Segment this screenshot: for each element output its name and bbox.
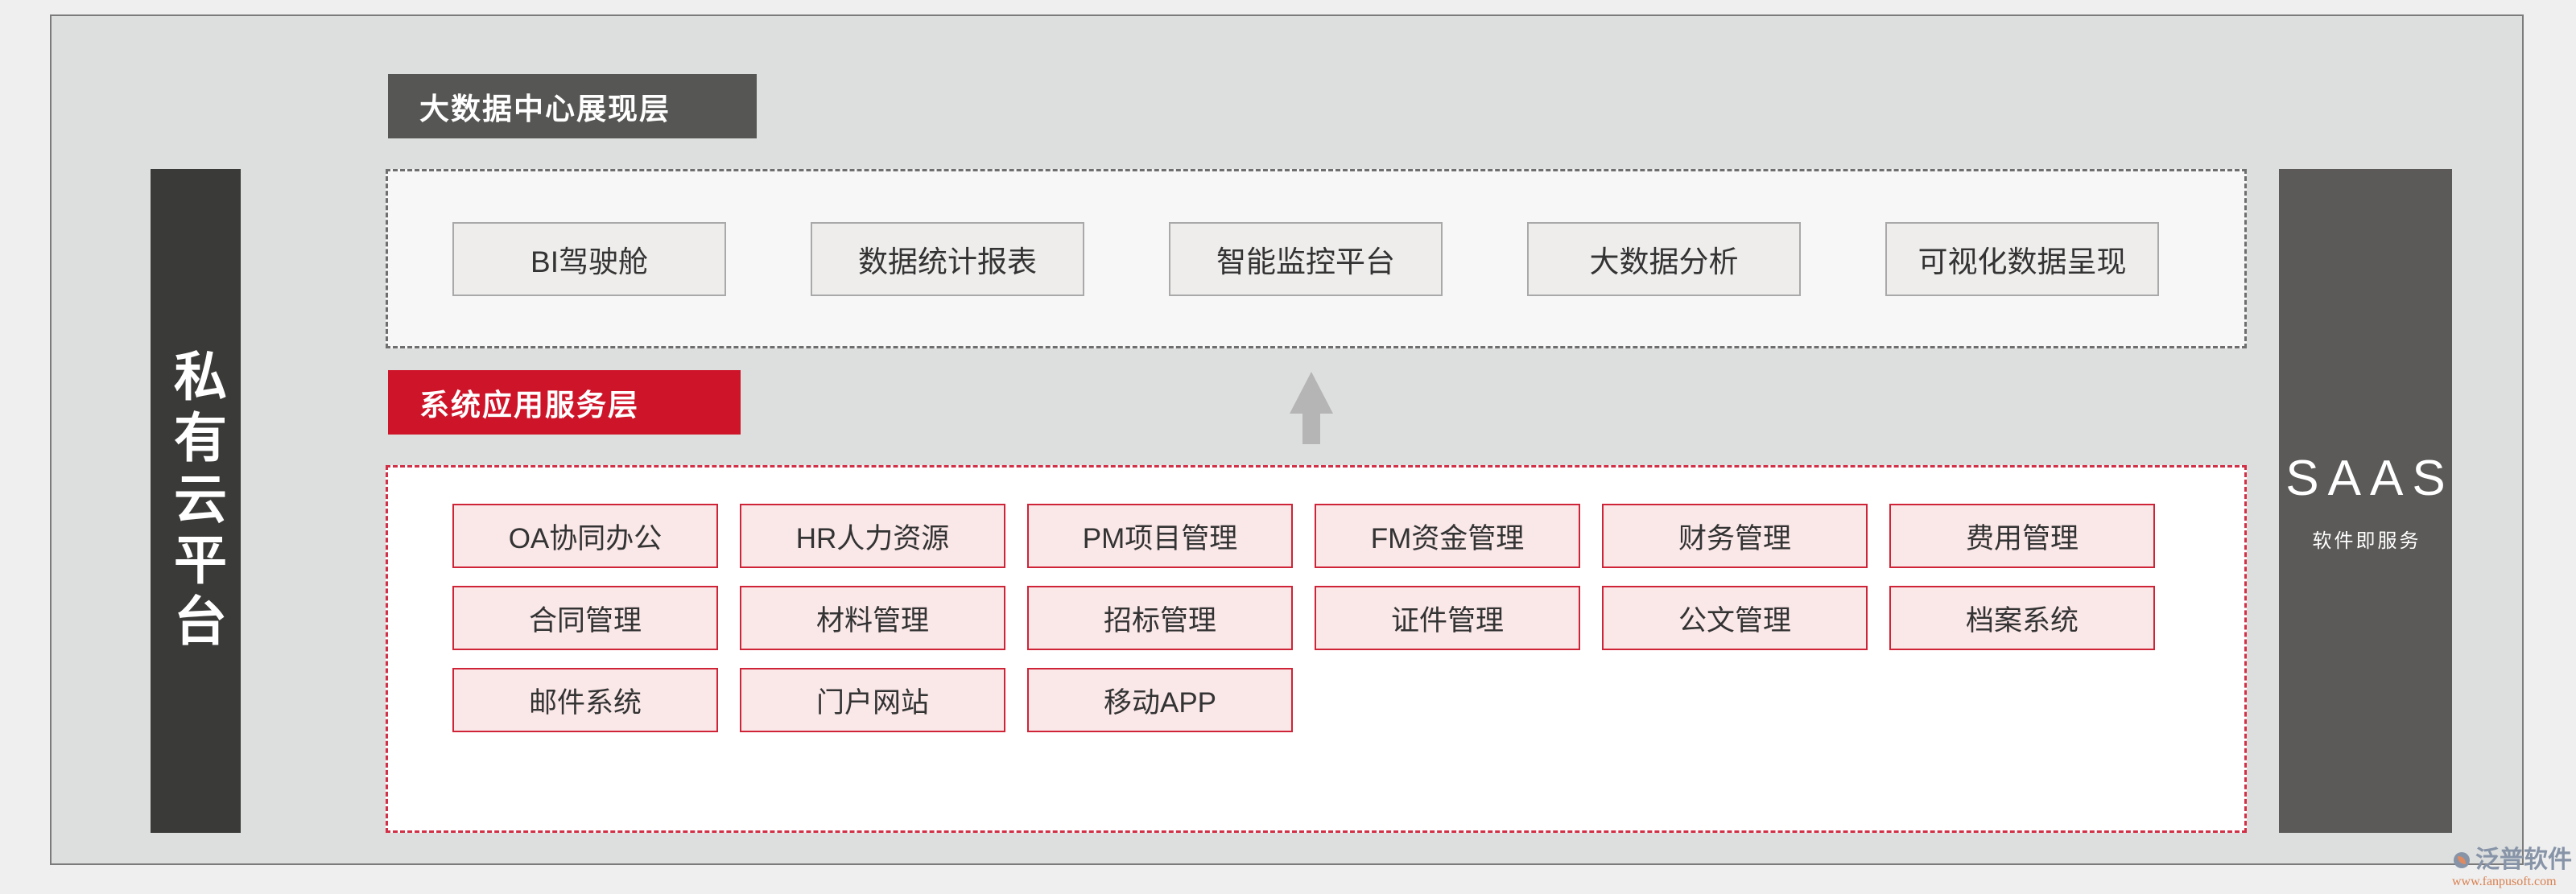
app-item[interactable]: OA协同办公 [452, 504, 718, 568]
bigdata-item[interactable]: 大数据分析 [1527, 221, 1801, 296]
app-item-label: 合同管理 [528, 604, 642, 637]
app-item-label: 招标管理 [1103, 604, 1216, 637]
app-layer-tab[interactable]: 系统应用服务层 [388, 370, 741, 435]
private-cloud-pillar: 私有云平台 [151, 169, 241, 833]
bigdata-item-label: BI驾驶舱 [530, 245, 648, 278]
watermark: 泛普软件 www.fanpusoft.com [2450, 848, 2573, 892]
app-item-label: HR人力资源 [795, 522, 950, 554]
app-item[interactable]: 合同管理 [452, 586, 718, 650]
bigdata-layer-tab[interactable]: 大数据中心展现层 [388, 74, 757, 138]
saas-pillar: SAAS 软件即服务 [2279, 169, 2452, 833]
up-arrow-icon [1290, 372, 1333, 444]
app-item-label: 材料管理 [815, 604, 929, 637]
bigdata-layer-panel: BI驾驶舱 数据统计报表 智能监控平台 大数据分析 可视化数据呈现 [386, 169, 2247, 348]
app-item[interactable]: 费用管理 [1889, 504, 2155, 568]
app-item[interactable]: 材料管理 [740, 586, 1005, 650]
app-item-label: 邮件系统 [528, 686, 642, 719]
app-item[interactable]: 门户网站 [740, 668, 1005, 732]
app-item-label: 公文管理 [1678, 604, 1791, 637]
app-item[interactable]: 招标管理 [1027, 586, 1293, 650]
app-item-label: OA协同办公 [508, 522, 663, 554]
diagram-frame: 私有云平台 大数据中心展现层 BI驾驶舱 数据统计报表 智能监控平台 大数据分析… [50, 14, 2524, 865]
bigdata-item[interactable]: 智能监控平台 [1169, 221, 1443, 296]
app-item[interactable]: 公文管理 [1602, 586, 1868, 650]
bigdata-layer-tab-label: 大数据中心展现层 [419, 93, 671, 126]
app-item-label: 移动APP [1103, 686, 1217, 719]
app-layer-panel: OA协同办公 HR人力资源 PM项目管理 FM资金管理 财务管理 费用管理 合同… [386, 465, 2247, 833]
app-item[interactable]: PM项目管理 [1027, 504, 1293, 568]
app-layer-tab-label: 系统应用服务层 [419, 389, 639, 422]
bigdata-item-label: 智能监控平台 [1216, 245, 1395, 278]
bigdata-item[interactable]: 数据统计报表 [811, 221, 1084, 296]
app-item[interactable]: 邮件系统 [452, 668, 718, 732]
bigdata-item-label: 大数据分析 [1589, 245, 1739, 278]
saas-title: SAAS [2285, 450, 2454, 506]
app-item-label: 财务管理 [1678, 522, 1791, 554]
app-row: 邮件系统 门户网站 移动APP [452, 668, 2244, 732]
app-item[interactable]: HR人力资源 [740, 504, 1005, 568]
app-item[interactable]: 移动APP [1027, 668, 1293, 732]
bigdata-item[interactable]: BI驾驶舱 [452, 221, 726, 296]
app-item-label: 门户网站 [815, 686, 929, 719]
app-item-label: 证件管理 [1390, 604, 1504, 637]
app-item[interactable]: 证件管理 [1315, 586, 1580, 650]
app-item-label: FM资金管理 [1370, 522, 1525, 554]
watermark-url: www.fanpusoft.com [2452, 875, 2557, 888]
app-item[interactable]: 档案系统 [1889, 586, 2155, 650]
app-row: OA协同办公 HR人力资源 PM项目管理 FM资金管理 财务管理 费用管理 [452, 504, 2244, 568]
app-item[interactable]: FM资金管理 [1315, 504, 1580, 568]
app-item-label: 档案系统 [1965, 604, 2079, 637]
fanpu-logo-icon [2454, 852, 2470, 868]
bigdata-item[interactable]: 可视化数据呈现 [1885, 221, 2159, 296]
app-item-label: PM项目管理 [1082, 522, 1238, 554]
app-row: 合同管理 材料管理 招标管理 证件管理 公文管理 档案系统 [452, 586, 2244, 650]
bigdata-item-label: 数据统计报表 [858, 245, 1037, 278]
app-item-label: 费用管理 [1965, 522, 2079, 554]
watermark-brand: 泛普软件 [2475, 847, 2572, 873]
watermark-brand-row: 泛普软件 [2450, 848, 2572, 872]
private-cloud-label: 私有云平台 [166, 348, 226, 654]
saas-subtitle: 软件即服务 [2312, 529, 2421, 552]
app-item[interactable]: 财务管理 [1602, 504, 1868, 568]
bigdata-item-label: 可视化数据呈现 [1918, 245, 2127, 278]
